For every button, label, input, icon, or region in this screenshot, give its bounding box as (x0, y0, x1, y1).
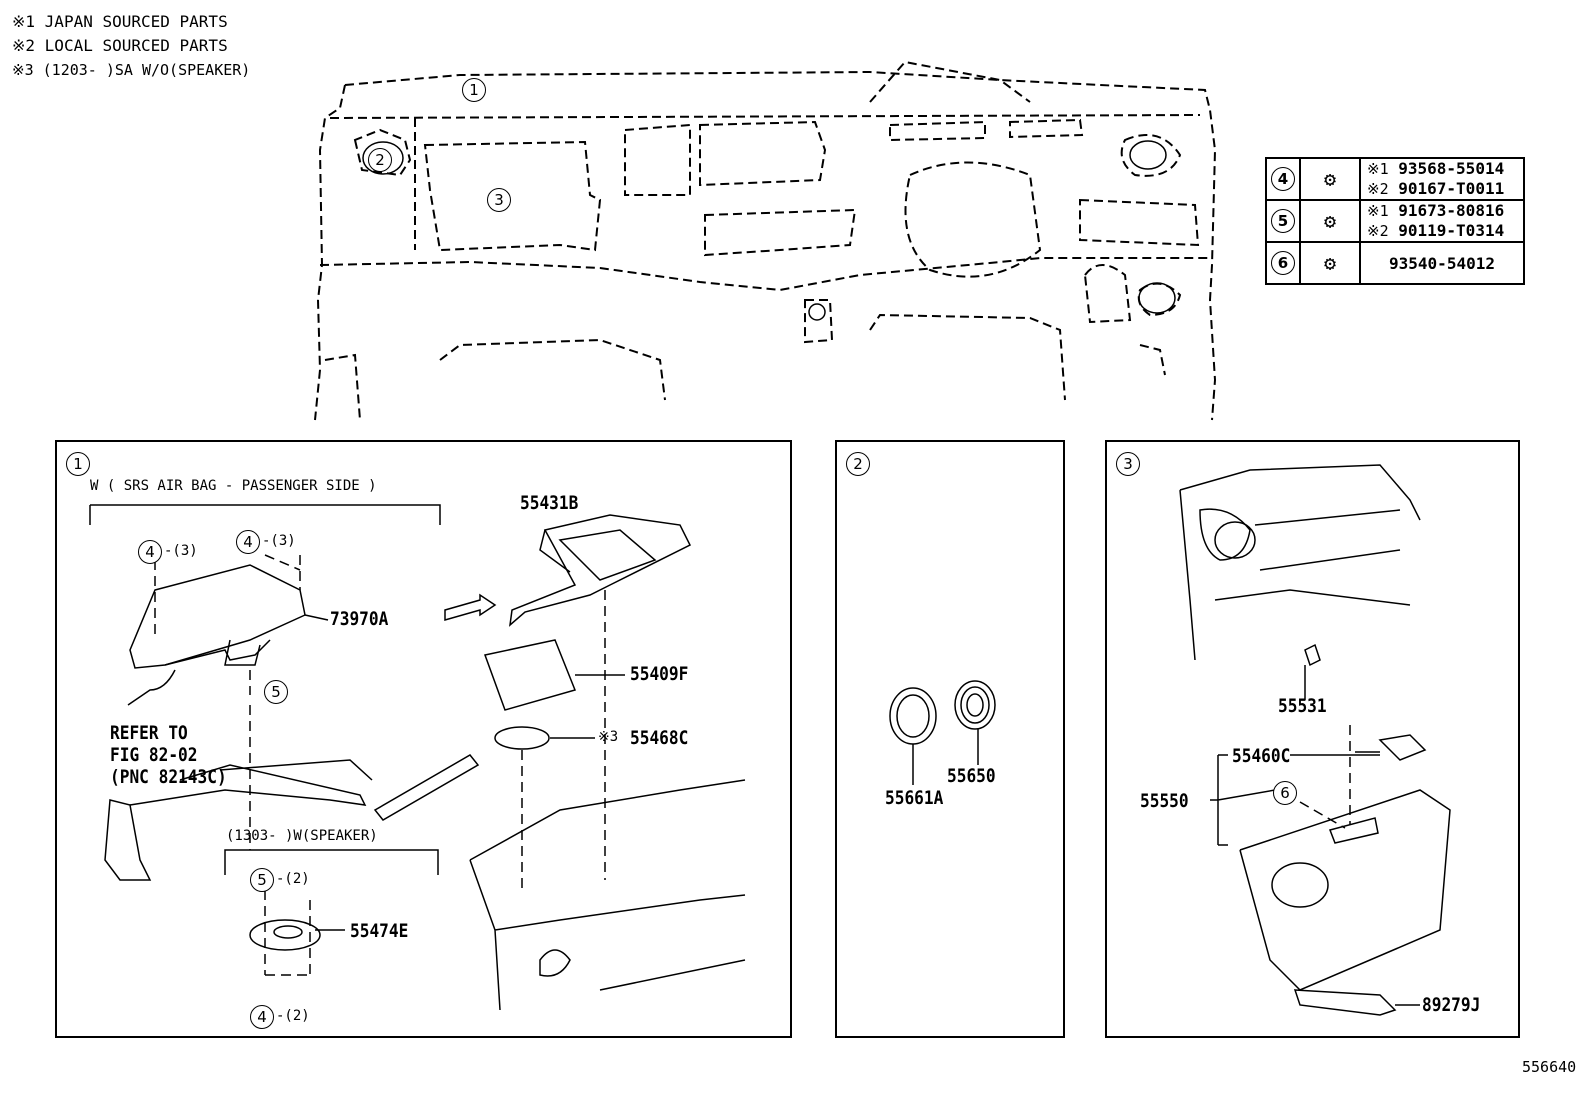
qty-4-a: -(3) (164, 543, 198, 559)
glove-box-door-55550 (1239, 789, 1451, 991)
bolt-icon: ⚙ (1299, 157, 1361, 201)
glove-box-area (423, 140, 602, 252)
pn-91673-80816: 91673-80816 (1398, 201, 1505, 220)
fastener-ref-6: 6 (1265, 241, 1301, 285)
detail-panel-3 (1105, 440, 1520, 1038)
part-55531: 55531 (1278, 695, 1327, 717)
fastener-row-4: 4 ⚙ ※1 93568-55014 ※2 90167-T0011 (1265, 157, 1525, 201)
speaker-55474E (249, 919, 321, 951)
qty-5-b: -(2) (276, 871, 310, 887)
part-55460C: 55460C (1232, 745, 1291, 767)
panel-1-index: 1 (66, 452, 90, 476)
bolt-washer-icon: ⚙ (1299, 199, 1361, 243)
fastener-row-5: 5 ⚙ ※1 91673-80816 ※2 90119-T0314 (1265, 199, 1525, 243)
fastener-row-6: 6 ⚙ 93540-54012 (1265, 241, 1525, 285)
note-local-sourced: ※2 LOCAL SOURCED PARTS (12, 36, 228, 55)
part-55468C: 55468C (630, 727, 689, 749)
pn-93540-54012: 93540-54012 (1359, 241, 1525, 285)
part-55661A: 55661A (885, 787, 944, 809)
detail-panel-2 (835, 440, 1065, 1038)
pn-90167-T0011: 90167-T0011 (1398, 179, 1505, 198)
cap-55650 (954, 680, 996, 730)
qty-4-c: -(2) (276, 1008, 310, 1024)
callout-5-b: 5 (250, 868, 274, 892)
steering-column-opening (904, 161, 1042, 278)
overview-callout-2: 2 (368, 148, 392, 172)
overview-callout-3: 3 (487, 188, 511, 212)
part-55474E: 55474E (350, 920, 409, 942)
part-55550: 55550 (1140, 790, 1189, 812)
panel-3-index: 3 (1116, 452, 1140, 476)
instrument-panel-outline (314, 70, 1217, 421)
illustration-id: 556640 (1522, 1058, 1577, 1076)
note-japan-sourced: ※1 JAPAN SOURCED PARTS (12, 12, 228, 31)
panel-55409F (484, 639, 577, 711)
note-speaker-condition: ※3 (1203- )SA W/O(SPEAKER) (12, 61, 251, 79)
callout-6: 6 (1273, 781, 1297, 805)
panel-2-index: 2 (846, 452, 870, 476)
callout-4-b: 4 (236, 530, 260, 554)
fastener-ref-4: 4 (1265, 157, 1301, 201)
qty-4-b: -(3) (262, 533, 296, 549)
pn-90119-T0314: 90119-T0314 (1398, 221, 1505, 240)
clip-icon: ⚙ (1299, 241, 1361, 285)
fastener-table: 4 ⚙ ※1 93568-55014 ※2 90167-T0011 5 ⚙ ※1… (1265, 157, 1525, 285)
part-73970A: 73970A (330, 608, 389, 630)
cover-55431B (508, 514, 692, 627)
overview-callout-1: 1 (462, 78, 486, 102)
detail-panel-1 (55, 440, 792, 1038)
part-89279J: 89279J (1422, 994, 1481, 1016)
airbag-door-73970A (129, 564, 306, 669)
handle-89279J (1293, 989, 1397, 1016)
speaker-condition-label: (1303- )W(SPEAKER) (226, 828, 378, 844)
bracket-assembly (104, 799, 152, 881)
callout-5-a: 5 (264, 680, 288, 704)
fastener-ref-5: 5 (1265, 199, 1301, 243)
airbag-condition-label: W ( SRS AIR BAG - PASSENGER SIDE ) (90, 478, 377, 494)
callout-4-a: 4 (138, 540, 162, 564)
callout-4-c: 4 (250, 1005, 274, 1029)
part-55409F: 55409F (630, 663, 689, 685)
part-55431B: 55431B (520, 492, 579, 514)
part-55650: 55650 (947, 765, 996, 787)
cap-55468C (494, 726, 550, 750)
mark-3: ※3 (598, 729, 619, 745)
pn-93568-55014: 93568-55014 (1398, 159, 1505, 178)
